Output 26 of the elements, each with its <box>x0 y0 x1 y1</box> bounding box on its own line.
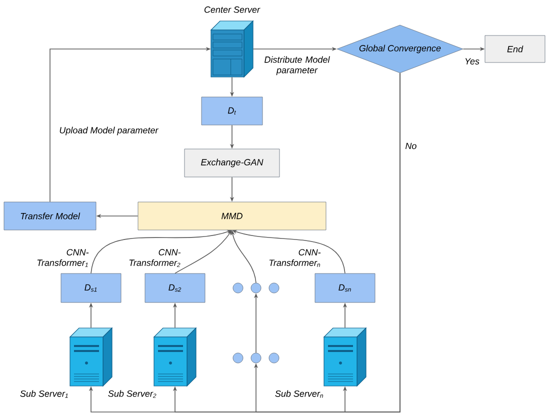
data-box: D$_{s1}$ <box>60 273 122 303</box>
process-box: Transfer Model <box>4 202 96 230</box>
node-caption: Sub Server$_{1}$ <box>20 390 68 398</box>
process-box: End <box>484 35 546 63</box>
edge-label: Yes <box>464 57 480 66</box>
edge-label: CNN- Transformer$_{n}$ <box>264 248 322 268</box>
edge-label: Distribute Model parameter <box>262 55 332 76</box>
dot <box>250 282 262 294</box>
dot <box>268 282 280 294</box>
data-box: D$_{s2}$ <box>144 273 206 303</box>
edge-label: CNN- Transformer$_{1}$ <box>32 248 90 268</box>
node-caption: Center Server <box>204 6 260 13</box>
edge-label: No <box>404 142 418 150</box>
dot <box>232 282 244 294</box>
dot <box>250 352 262 364</box>
node-caption: Sub Server$_{2}$ <box>108 390 156 398</box>
data-box: D$_{sn}$ <box>314 273 376 303</box>
dot <box>232 352 244 364</box>
process-box: MMD <box>138 202 326 230</box>
edge-label: Upload Model parameter <box>58 126 160 136</box>
node-caption: Sub Server$_{n}$ <box>275 390 324 398</box>
edge-label: CNN- Transformer$_{2}$ <box>124 248 182 268</box>
arrow <box>342 72 400 412</box>
dot <box>268 352 280 364</box>
process-box: Exchange-GAN <box>184 148 280 178</box>
data-box: D$_{t}$ <box>201 96 263 126</box>
